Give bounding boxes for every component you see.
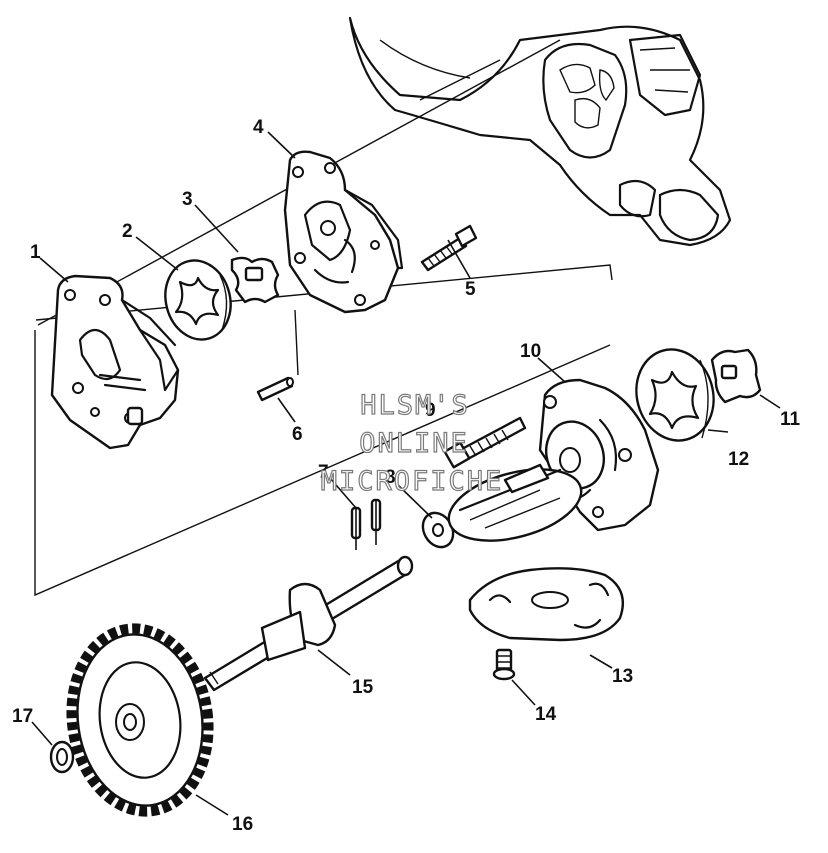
watermark-line-1: HLSM'S	[360, 390, 470, 421]
callout-14: 14	[535, 704, 557, 725]
callout-2: 2	[122, 221, 133, 242]
watermark: HLSM'S ONLINE MICROFICHE	[320, 389, 504, 497]
small-ring-part	[49, 740, 75, 774]
pump-body-part	[538, 378, 660, 532]
watermark-line-3: MICROFICHE	[321, 466, 504, 497]
bolt-part	[420, 224, 478, 272]
callout-10: 10	[520, 341, 541, 362]
shaft-part	[203, 555, 414, 692]
leader-lines	[31, 131, 781, 816]
inner-rotor-part	[230, 256, 280, 304]
callout-7: 7	[318, 462, 329, 483]
engine-block	[348, 16, 732, 247]
callout-15: 15	[352, 677, 374, 698]
screw-part	[492, 648, 516, 681]
callout-16: 16	[232, 814, 253, 835]
outer-rotor-part	[164, 259, 232, 341]
long-bolt-part	[443, 416, 527, 469]
gear-part	[66, 623, 214, 817]
callout-11: 11	[780, 409, 801, 430]
callout-4: 4	[253, 117, 264, 138]
callout-17: 17	[12, 706, 33, 727]
pan-cover-part	[468, 567, 625, 642]
callout-9: 9	[425, 400, 436, 421]
callout-6: 6	[292, 424, 303, 445]
pump-cover-part	[283, 150, 404, 314]
callout-3: 3	[182, 189, 193, 210]
dowel-pin-part	[256, 376, 294, 402]
small-rotor-part	[710, 348, 762, 404]
screen-plate-part	[447, 463, 583, 542]
watermark-line-2: ONLINE	[359, 428, 469, 459]
callout-12: 12	[728, 449, 749, 470]
callout-1: 1	[30, 242, 41, 263]
pump-housing-part	[50, 274, 180, 450]
callout-8: 8	[385, 467, 396, 488]
callout-5: 5	[465, 279, 476, 300]
callout-13: 13	[612, 666, 633, 687]
outer-ring-part	[635, 348, 715, 442]
